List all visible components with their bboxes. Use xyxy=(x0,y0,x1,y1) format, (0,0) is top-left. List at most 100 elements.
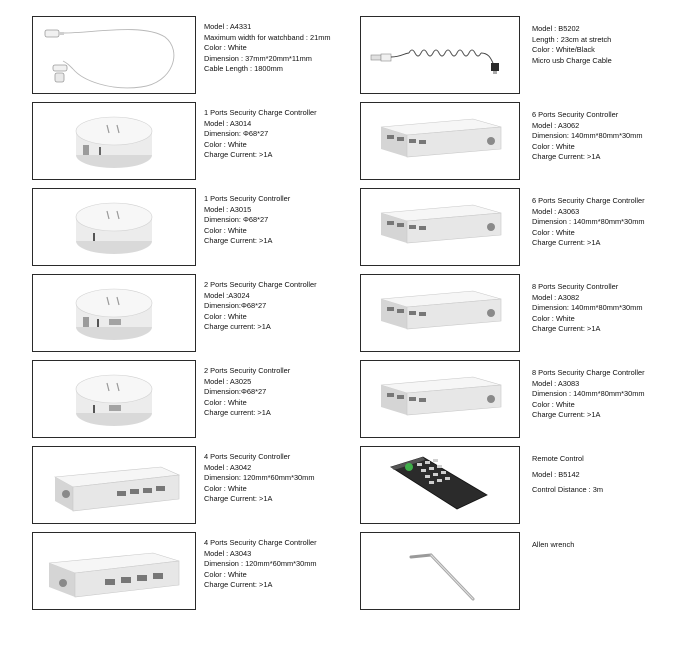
product-description: Remote Control Model : B5142 Control Dis… xyxy=(532,454,680,496)
product-image-box-controller xyxy=(32,532,196,610)
spec-line: Dimension: Φ68*27 xyxy=(204,129,269,139)
product-row: 1 Ports Security Controller Model : A301… xyxy=(32,186,362,272)
spec-line: Color : White/Black xyxy=(532,45,595,55)
spec-line: Dimension: 120mm*60mm*30mm xyxy=(204,473,315,483)
spec-line: Dimension : 120mm*60mm*30mm xyxy=(204,559,317,569)
spec-line: Color : White xyxy=(204,225,247,235)
spec-line: 6 Ports Security Controller xyxy=(532,110,619,119)
product-description: 1 Ports Security Charge Controller Model… xyxy=(204,108,364,161)
product-image-box-controller xyxy=(360,274,520,352)
spec-line: Model : A3025 xyxy=(204,376,252,386)
product-description: 1 Ports Security Controller Model : A301… xyxy=(204,194,364,247)
product-description: 2 Ports Security Charge Controller Model… xyxy=(204,280,364,333)
spec-line: Model : A3014 xyxy=(204,118,252,128)
spec-line: Micro usb Charge Cable xyxy=(532,55,612,65)
spec-line: 2 Ports Security Charge Controller xyxy=(204,280,317,289)
spec-line: Color : White xyxy=(532,313,575,323)
product-image-allen-wrench xyxy=(360,532,520,610)
product-row: 2 Ports Security Charge Controller Model… xyxy=(32,272,362,358)
product-image-round-controller xyxy=(32,102,196,180)
spec-line: Charge Current: >1A xyxy=(532,324,601,334)
spec-line: Color : White xyxy=(204,43,247,53)
spec-line: Dimension : 37mm*20mm*11mm xyxy=(204,53,312,63)
spec-line: Charge Current: >1A xyxy=(204,236,273,246)
spec-line: Model : A4331 xyxy=(204,22,252,31)
spec-line: 4 Ports Security Charge Controller xyxy=(204,538,317,547)
right-column: Model : B5202 Length : 23cm at stretch C… xyxy=(360,14,680,616)
spec-line: 2 Ports Security Controller xyxy=(204,366,291,375)
left-column: Model : A4331 Maximum width for watchban… xyxy=(32,14,362,616)
spec-line: 6 Ports Security Charge Controller xyxy=(532,196,645,205)
spec-line: Control Distance : 3m xyxy=(532,485,604,495)
spec-line: 8 Ports Security Charge Controller xyxy=(532,368,645,377)
product-row: Allen wrench xyxy=(360,530,680,616)
spec-line: Dimension:Φ68*27 xyxy=(204,387,267,397)
product-row: 4 Ports Security Charge Controller Model… xyxy=(32,530,362,616)
spec-line: Charge Current: >1A xyxy=(532,238,601,248)
spec-line: Charge Current: >1A xyxy=(204,580,273,590)
spec-line: Dimension: 140mm*80mm*30mm xyxy=(532,303,643,313)
spec-line: Remote Control xyxy=(532,454,584,463)
product-description: 6 Ports Security Controller Model : A306… xyxy=(532,110,680,163)
spec-line: Maximum width for watchband : 21mm xyxy=(204,32,331,42)
spec-line: Allen wrench xyxy=(532,540,575,549)
spec-line: 4 Ports Security Controller xyxy=(204,452,291,461)
product-row: 8 Ports Security Charge Controller Model… xyxy=(360,358,680,444)
spec-line: Dimension : 140mm*80mm*30mm xyxy=(532,217,645,227)
product-image-box-controller xyxy=(32,446,196,524)
product-row: Model : A4331 Maximum width for watchban… xyxy=(32,14,362,100)
product-image-micro-usb-cable xyxy=(360,16,520,94)
spec-line: 8 Ports Security Controller xyxy=(532,282,619,291)
product-image-watchband-cable xyxy=(32,16,196,94)
spec-line: Model : A3042 xyxy=(204,462,252,472)
product-row: 2 Ports Security Controller Model : A302… xyxy=(32,358,362,444)
product-description: 4 Ports Security Charge Controller Model… xyxy=(204,538,364,591)
spec-line: Color : White xyxy=(532,141,575,151)
spec-line: Length : 23cm at stretch xyxy=(532,34,612,44)
product-description: Allen wrench xyxy=(532,540,680,551)
spec-line: Charge Current: >1A xyxy=(532,152,601,162)
product-image-remote-control xyxy=(360,446,520,524)
product-image-box-controller xyxy=(360,102,520,180)
spec-line: Model : A3015 xyxy=(204,204,252,214)
spec-line: Model :A3024 xyxy=(204,290,250,300)
spec-line: Color : White xyxy=(532,227,575,237)
spec-line: Dimension:Φ68*27 xyxy=(204,301,267,311)
product-description: 2 Ports Security Controller Model : A302… xyxy=(204,366,364,419)
spec-line: Color : White xyxy=(204,569,247,579)
spec-line: Model : A3063 xyxy=(532,206,580,216)
spec-line: Color : White xyxy=(204,397,247,407)
spec-line: 1 Ports Security Controller xyxy=(204,194,291,203)
spec-line: Model : A3043 xyxy=(204,548,252,558)
product-description: Model : A4331 Maximum width for watchban… xyxy=(204,22,364,75)
product-row: Model : B5202 Length : 23cm at stretch C… xyxy=(360,14,680,100)
spec-line: Dimension: 140mm*80mm*30mm xyxy=(532,131,643,141)
spec-line: Color : White xyxy=(204,139,247,149)
spec-line: Model : A3062 xyxy=(532,120,580,130)
product-description: 6 Ports Security Charge Controller Model… xyxy=(532,196,680,249)
spec-line: Charge Current: >1A xyxy=(532,410,601,420)
spec-line: Charge Current: >1A xyxy=(204,494,273,504)
product-description: 8 Ports Security Charge Controller Model… xyxy=(532,368,680,421)
spec-line: Color : White xyxy=(204,311,247,321)
spec-line: Model : A3083 xyxy=(532,378,580,388)
product-image-box-controller xyxy=(360,360,520,438)
product-row: 1 Ports Security Charge Controller Model… xyxy=(32,100,362,186)
product-description: 8 Ports Security Controller Model : A308… xyxy=(532,282,680,335)
spec-line: Color : White xyxy=(204,483,247,493)
spec-line: Color : White xyxy=(532,399,575,409)
product-image-round-controller xyxy=(32,274,196,352)
product-row: Remote Control Model : B5142 Control Dis… xyxy=(360,444,680,530)
product-description: Model : B5202 Length : 23cm at stretch C… xyxy=(532,24,680,66)
product-image-round-controller xyxy=(32,360,196,438)
spec-line: Dimension : 140mm*80mm*30mm xyxy=(532,389,645,399)
product-image-round-controller xyxy=(32,188,196,266)
spec-line: Model : B5142 xyxy=(532,469,580,479)
spec-line: Cable Length : 1800mm xyxy=(204,64,283,74)
spec-line: 1 Ports Security Charge Controller xyxy=(204,108,317,117)
spec-line: Model : B5202 xyxy=(532,24,580,33)
product-description: 4 Ports Security Controller Model : A304… xyxy=(204,452,364,505)
spec-line: Charge Current: >1A xyxy=(204,150,273,160)
product-row: 8 Ports Security Controller Model : A308… xyxy=(360,272,680,358)
spec-line: Model : A3082 xyxy=(532,292,580,302)
